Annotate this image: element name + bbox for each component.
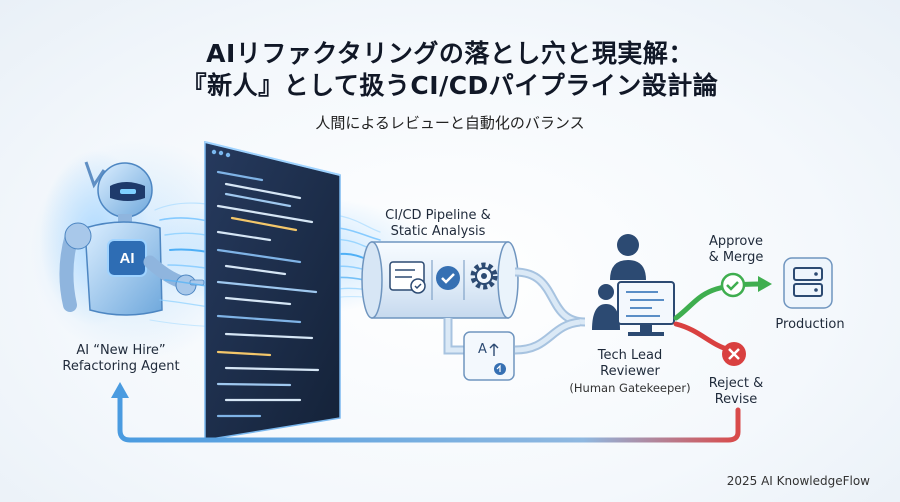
monitor-icon [617,281,675,336]
reviewer-label: Tech Lead Reviewer (Human Gatekeeper) [560,348,700,396]
approve-check-icon [720,272,746,298]
title-line-2: 『新人』として扱うCI/CDパイプライン設計論 [181,71,719,100]
agent-label-line-1: AI “New Hire” [76,343,166,358]
agent-label-line-2: Refactoring Agent [62,359,180,374]
agent-label: AI “New Hire” Refactoring Agent [36,343,206,375]
person-icon [592,234,646,330]
pipeline-label-line-1: CI/CD Pipeline & [385,208,491,223]
approve-label-line-1: Approve [708,234,764,249]
reviewer-label-line-3: (Human Gatekeeper) [569,381,691,395]
approve-arrow [673,281,763,321]
format-icon: A [463,331,515,381]
robot-badge: AI [120,250,135,267]
production-label: Production [775,317,845,332]
server-icon [783,257,833,309]
page-subtitle: 人間によるレビューと自動化のバランス [315,114,585,132]
reject-label-line-2: Revise [714,392,758,407]
reject-label: Reject & Revise [696,376,776,408]
robot-icon [40,150,205,326]
checklist-icon [389,261,426,294]
gear-icon [470,262,498,290]
feedback-loop-arrow [117,392,741,443]
reject-label-line-1: Reject & [708,376,764,391]
page-title: AIリファクタリングの落とし穴と現実解： 『新人』として扱うCI/CDパイプライ… [0,38,900,102]
approve-label-line-2: & Merge [708,250,764,265]
pipeline-label-line-2: Static Analysis [390,224,486,239]
footer-credit: 2025 AI KnowledgeFlow [726,474,870,488]
reject-arrow [673,321,733,353]
code-panel-icon [204,141,341,441]
svg-text:A: A [478,342,487,357]
x-icon [722,342,746,366]
pipeline-label: CI/CD Pipeline & Static Analysis [368,208,508,240]
reviewer-label-line-1: Tech Lead [597,348,663,363]
reviewer-label-line-2: Reviewer [600,364,660,379]
approve-label: Approve & Merge [700,234,772,266]
title-line-1: AIリファクタリングの落とし穴と現実解： [206,39,694,68]
check-icon [436,266,460,290]
